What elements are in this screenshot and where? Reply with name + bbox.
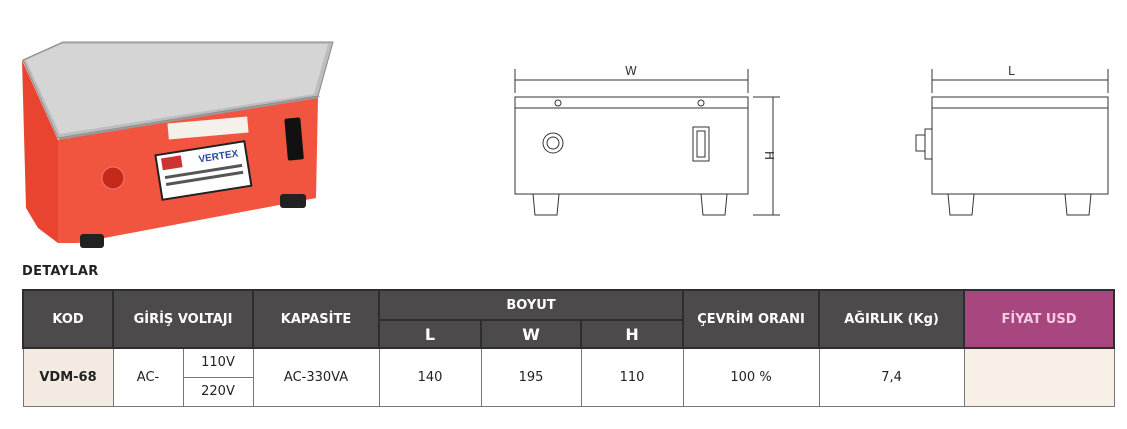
- side-view-drawing: L: [915, 64, 1109, 216]
- cell-voltage-110: 110V: [182, 347, 254, 378]
- header-fiyat: FİYAT USD: [963, 289, 1116, 349]
- height-label: H: [762, 151, 776, 160]
- cell-voltage-220: 220V: [182, 376, 254, 407]
- cell-h: 110: [580, 347, 684, 407]
- front-view-drawing: W H: [514, 64, 780, 216]
- header-giris-voltaji: GİRİŞ VOLTAJI: [111, 289, 255, 349]
- cell-kapasite: AC-330VA: [252, 347, 380, 407]
- header-l: L: [378, 319, 483, 349]
- product-photo: VERTEX: [22, 41, 334, 248]
- product-details-table: KOD GİRİŞ VOLTAJI KAPASİTE BOYUT ÇEVRİM …: [22, 289, 1116, 407]
- table-row: VDM-68 AC- 110V AC-330VA 140 195 110 100…: [22, 347, 1115, 407]
- header-boyut: BOYUT: [378, 289, 685, 321]
- header-w: W: [480, 319, 583, 349]
- cell-l: 140: [378, 347, 482, 407]
- header-cevrim-orani: ÇEVRİM ORANI: [682, 289, 821, 349]
- cell-fiyat: [963, 347, 1115, 407]
- cell-voltage-prefix: AC-: [112, 347, 184, 407]
- header-kod: KOD: [22, 289, 114, 349]
- header-h: H: [580, 319, 685, 349]
- header-agirlik: AĞIRLIK (Kg): [818, 289, 966, 349]
- cell-cevrim-orani: 100 %: [682, 347, 820, 407]
- cell-kod: VDM-68: [22, 347, 114, 407]
- section-title: DETAYLAR: [22, 264, 99, 279]
- length-label: L: [1008, 64, 1015, 78]
- cell-agirlik: 7,4: [818, 347, 965, 407]
- width-label: W: [625, 64, 637, 78]
- header-kapasite: KAPASİTE: [252, 289, 381, 349]
- cell-w: 195: [480, 347, 582, 407]
